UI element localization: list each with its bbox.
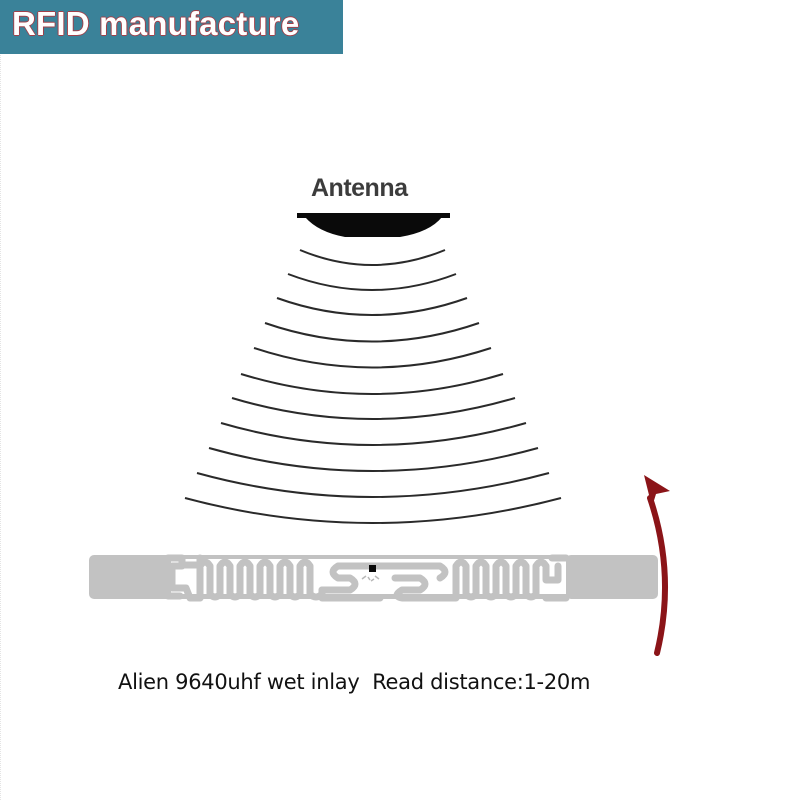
wave-arc-11 (184, 497, 562, 524)
wave-arc-8 (220, 422, 527, 446)
brand-banner: RFID manufacture (0, 0, 343, 54)
wave-arc-4 (264, 322, 480, 343)
rfid-inlay-antenna (89, 554, 658, 602)
wave-arc-5 (253, 347, 492, 369)
product-caption: Alien 9640uhf wet inlay Read distance:1-… (118, 670, 591, 694)
wave-arc-6 (240, 373, 504, 395)
radio-wave-arcs (184, 249, 562, 524)
page-left-border (0, 55, 2, 800)
banner-title: RFID manufacture (12, 5, 300, 42)
antenna-reader-icon (297, 213, 450, 237)
wave-arc-3 (276, 297, 468, 316)
rotation-arrow-icon (644, 475, 670, 656)
wave-arc-9 (208, 447, 539, 472)
antenna-label: Antenna (311, 174, 408, 202)
wave-arc-1 (299, 249, 446, 266)
rfid-chip (361, 565, 380, 582)
wave-arc-10 (196, 472, 550, 498)
wave-arc-7 (231, 397, 516, 420)
wave-arc-2 (287, 273, 457, 291)
